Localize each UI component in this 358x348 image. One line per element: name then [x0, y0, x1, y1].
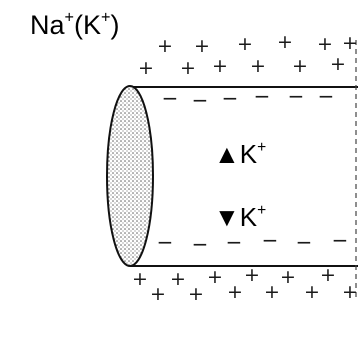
- axon-cross-section: [106, 85, 154, 267]
- potassium-down-label: ▼K+: [214, 202, 267, 232]
- negative-charge: −: [318, 84, 335, 108]
- positive-charge: +: [237, 33, 253, 55]
- positive-charge: +: [157, 35, 173, 57]
- negative-charge: −: [288, 84, 305, 108]
- positive-charge: +: [244, 264, 260, 286]
- down-arrow-icon: ▼: [214, 202, 240, 232]
- positive-charge: +: [304, 281, 320, 303]
- extracellular-ion-label: Na+(K+): [30, 8, 120, 40]
- positive-charge: +: [320, 264, 336, 286]
- membrane-charges: ++++++++++++−−−−−−−−−−−−++++++++++++: [132, 31, 358, 305]
- positive-charge: +: [330, 53, 346, 75]
- positive-charge: +: [342, 32, 358, 54]
- negative-charge: −: [157, 230, 174, 254]
- negative-charge: −: [192, 88, 209, 112]
- positive-charge: +: [277, 31, 293, 53]
- positive-charge: +: [150, 283, 166, 305]
- positive-charge: +: [170, 268, 186, 290]
- positive-charge: +: [207, 266, 223, 288]
- negative-charge: −: [222, 86, 239, 110]
- positive-charge: +: [280, 266, 296, 288]
- negative-charge: −: [226, 230, 243, 254]
- positive-charge: +: [132, 268, 148, 290]
- positive-charge: +: [342, 281, 358, 303]
- negative-charge: −: [332, 228, 349, 252]
- negative-charge: −: [192, 232, 209, 256]
- positive-charge: +: [138, 57, 154, 79]
- positive-charge: +: [212, 55, 228, 77]
- positive-charge: +: [264, 281, 280, 303]
- negative-charge: −: [296, 230, 313, 254]
- positive-charge: +: [250, 55, 266, 77]
- negative-charge: −: [262, 228, 279, 252]
- potassium-up-label: ▲K+: [214, 139, 267, 169]
- negative-charge: −: [254, 84, 271, 108]
- positive-charge: +: [188, 283, 204, 305]
- up-arrow-icon: ▲: [214, 139, 240, 169]
- positive-charge: +: [292, 55, 308, 77]
- positive-charge: +: [180, 57, 196, 79]
- positive-charge: +: [227, 281, 243, 303]
- positive-charge: +: [194, 35, 210, 57]
- negative-charge: −: [162, 86, 179, 110]
- positive-charge: +: [317, 33, 333, 55]
